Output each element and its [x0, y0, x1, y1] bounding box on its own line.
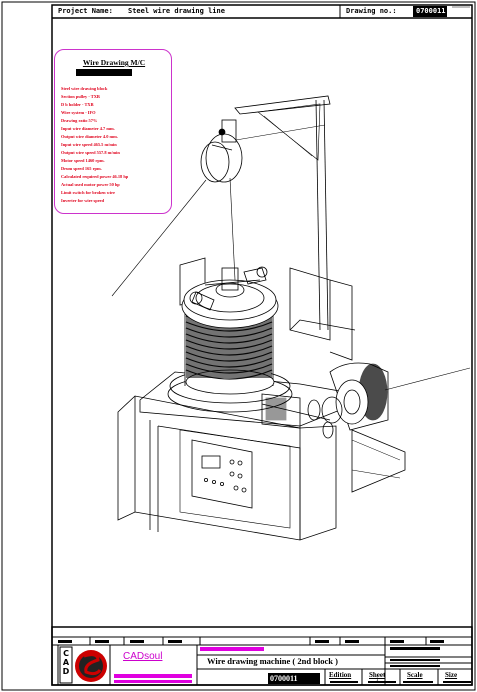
title-block [51, 626, 473, 686]
spec-title: Wire Drawing M/C [82, 58, 146, 67]
svg-text:A: A [63, 658, 70, 667]
title-block-drawing-number: 0700011 [270, 674, 298, 683]
edition-label: Edition [329, 671, 352, 679]
drawing-number-field [413, 6, 447, 17]
drawing-number-value: 0700011 [416, 7, 446, 15]
spec-line: Calculated required power 46.18 hp [61, 174, 129, 179]
sheet-label: Sheet [369, 671, 386, 679]
project-name-value: Steel wire drawing line [128, 7, 225, 15]
spec-line: Wire system - IFO [61, 110, 96, 115]
spec-line: Steel wire drawing block [61, 86, 108, 91]
spec-line: Motor speed 1460 rpm. [61, 158, 105, 163]
spec-line: Input wire diameter 4.7 mm. [61, 126, 115, 131]
spec-title-underline-bar [76, 69, 132, 76]
spec-line: D b holder - TXB [61, 102, 94, 107]
spec-line: Output wire speed 557.8 m/min [61, 150, 120, 155]
spec-line: Actual used motor power 50 hp [61, 182, 120, 187]
spec-line: Limit switch for broken wire [61, 190, 115, 195]
scale-label: Scale [407, 671, 423, 679]
spec-callout: Wire Drawing M/C Steel wire drawing bloc… [54, 49, 172, 214]
machine-illustration [111, 95, 471, 541]
spec-line: Drawing ratio 57% [61, 118, 98, 123]
svg-text:D: D [63, 667, 70, 676]
spec-line: Drum speed 165 rpm. [61, 166, 102, 171]
cad-logo: C A D [59, 646, 107, 684]
spec-line: Input wire speed 465.5 m/min [61, 142, 117, 147]
size-label: Size [445, 671, 458, 679]
spec-line: Output wire diameter 4.0 mm. [61, 134, 118, 139]
company-name: CADsoul [123, 651, 163, 662]
spec-line: Inverter for wire speed [61, 198, 105, 203]
spec-line: Section pulley - TXB [61, 94, 100, 99]
project-name-label: Project Name: [58, 7, 113, 15]
drawing-title: Wire drawing machine ( 2nd block ) [207, 656, 338, 666]
sheet-value: 1 [376, 678, 379, 683]
drawing-number-label: Drawing no.: [346, 7, 397, 15]
svg-text:C: C [63, 649, 69, 658]
